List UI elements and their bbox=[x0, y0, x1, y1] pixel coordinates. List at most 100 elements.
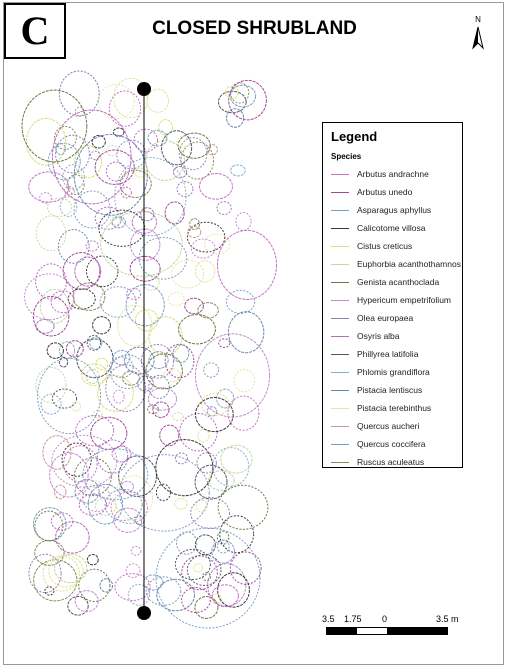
shrub-canopy bbox=[203, 362, 220, 378]
shrub-canopy bbox=[172, 412, 184, 422]
shrub-canopy bbox=[181, 587, 211, 613]
north-arrow-icon: N bbox=[466, 15, 490, 51]
legend-item: Euphorbia acanthothamnos bbox=[331, 255, 461, 273]
shrub-canopy bbox=[217, 484, 269, 530]
shrub-canopy bbox=[46, 197, 73, 218]
shrub-canopy bbox=[148, 316, 183, 356]
shrub-canopy bbox=[33, 559, 78, 602]
shrub-canopy bbox=[138, 236, 188, 280]
legend-label: Arbutus unedo bbox=[357, 187, 413, 197]
shrub-canopy bbox=[39, 288, 70, 324]
shrub-canopy bbox=[34, 510, 64, 542]
legend-swatch bbox=[331, 371, 349, 373]
shrub-canopy bbox=[39, 192, 53, 204]
shrub-canopy bbox=[152, 401, 170, 418]
shrub-canopy bbox=[187, 226, 202, 238]
shrub-canopy bbox=[89, 336, 103, 350]
shrub-canopy bbox=[202, 572, 212, 582]
scale-label: 1.75 bbox=[344, 614, 362, 624]
shrub-canopy bbox=[137, 375, 154, 392]
shrub-canopy bbox=[194, 464, 228, 500]
shrub-canopy bbox=[113, 507, 143, 533]
shrub-canopy bbox=[73, 190, 111, 229]
legend-label: Arbutus andrachne bbox=[357, 169, 429, 179]
shrub-canopy bbox=[206, 406, 218, 417]
shrub-canopy bbox=[74, 590, 99, 613]
shrub-canopy bbox=[28, 553, 62, 594]
shrub-canopy bbox=[196, 452, 217, 474]
legend-swatch bbox=[331, 443, 349, 445]
legend-label: Genista acanthoclada bbox=[357, 277, 440, 287]
shrub-canopy bbox=[112, 349, 131, 366]
shrub-canopy bbox=[126, 287, 142, 300]
shrub-canopy bbox=[78, 568, 111, 602]
legend-label: Quercus aucheri bbox=[357, 421, 420, 431]
legend-item: Ruscus aculeatus bbox=[331, 453, 461, 471]
shrub-canopy bbox=[230, 164, 246, 177]
legend-swatch bbox=[331, 353, 349, 355]
shrub-canopy bbox=[172, 344, 190, 363]
map-title: CLOSED SHRUBLAND bbox=[152, 18, 357, 39]
shrub-canopy bbox=[70, 401, 82, 412]
shrub-canopy bbox=[204, 233, 231, 255]
shrub-canopy bbox=[94, 497, 117, 516]
scale-label: 3.5 bbox=[322, 614, 335, 624]
shrub-canopy bbox=[99, 578, 114, 593]
shrub-canopy bbox=[189, 218, 201, 231]
shrub-canopy bbox=[51, 109, 132, 205]
shrub-canopy bbox=[216, 201, 232, 215]
scale-labels: 3.5 1.75 0 3.5 m bbox=[322, 614, 462, 626]
shrub-canopy bbox=[95, 357, 109, 371]
legend-item: Hypericum empetrifolium bbox=[331, 291, 461, 309]
shrub-canopy bbox=[98, 209, 146, 247]
shrub-canopy bbox=[140, 207, 155, 222]
shrub-canopy bbox=[90, 416, 128, 450]
shrub-canopy bbox=[179, 413, 218, 452]
shrub-canopy bbox=[24, 273, 75, 321]
shrub-canopy bbox=[229, 84, 257, 108]
shrub-canopy bbox=[74, 256, 102, 287]
legend-label: Osyris alba bbox=[357, 331, 400, 341]
shrub-canopy bbox=[81, 363, 108, 387]
shrub-canopy bbox=[32, 295, 70, 337]
shrub-canopy bbox=[127, 584, 151, 606]
shrub-canopy bbox=[195, 499, 208, 513]
legend-item: Quercus aucheri bbox=[331, 417, 461, 435]
shrub-canopy bbox=[158, 119, 174, 136]
scale-segment bbox=[357, 628, 387, 634]
legend-title: Legend bbox=[331, 129, 378, 144]
legend-label: Euphorbia acanthothamnos bbox=[357, 259, 461, 269]
shrub-canopy bbox=[229, 551, 262, 585]
shrub-canopy bbox=[235, 211, 252, 232]
legend-swatch bbox=[331, 425, 349, 427]
north-letter: N bbox=[475, 15, 481, 24]
shrub-canopy bbox=[118, 455, 157, 497]
shrub-canopy bbox=[74, 106, 85, 117]
shrub-canopy bbox=[74, 478, 100, 504]
shrub-canopy bbox=[62, 164, 85, 190]
shrub-canopy bbox=[227, 311, 265, 354]
shrub-canopy bbox=[175, 531, 198, 555]
legend-label: Quercus coccifera bbox=[357, 439, 426, 449]
shrub-canopy bbox=[86, 334, 102, 351]
shrub-canopy bbox=[58, 356, 69, 368]
shrub-canopy bbox=[113, 77, 149, 119]
scale-segment bbox=[327, 628, 357, 634]
shrub-canopy bbox=[94, 206, 122, 230]
shrub-canopy bbox=[42, 435, 72, 470]
legend-swatch bbox=[331, 407, 349, 409]
shrub-canopy bbox=[104, 488, 143, 521]
shrub-canopy bbox=[194, 333, 271, 418]
shrub-canopy bbox=[225, 85, 239, 100]
shrub-canopy bbox=[142, 274, 160, 291]
legend-swatch bbox=[331, 281, 349, 283]
shrub-canopy bbox=[55, 142, 66, 156]
shrub-canopy bbox=[174, 548, 211, 580]
shrub-canopy bbox=[164, 343, 195, 379]
legend-swatch bbox=[331, 335, 349, 337]
shrub-canopy bbox=[51, 388, 78, 409]
shrub-canopy bbox=[47, 142, 81, 181]
shrub-canopy bbox=[176, 181, 194, 198]
shrub-canopies bbox=[21, 70, 278, 629]
shrub-canopy bbox=[75, 415, 115, 447]
